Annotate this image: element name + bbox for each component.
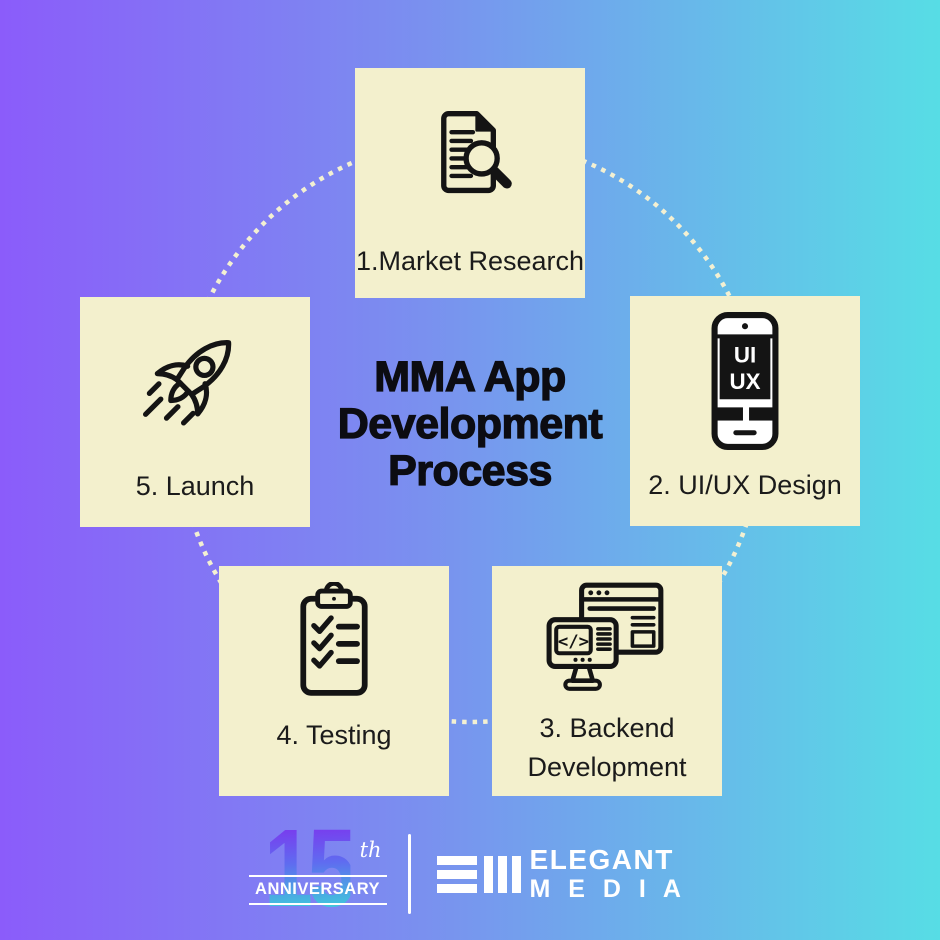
clipboard-checklist-icon (300, 581, 368, 696)
footer-divider (407, 834, 411, 914)
brand-name-bottom: M E D I A (529, 875, 687, 903)
step-card-uiux-design: UI UX 2. UI/UX Design (630, 296, 860, 526)
step-card-market-research: 1.Market Research (355, 68, 585, 298)
icon-text-code: </> (558, 632, 589, 652)
backend-development-icon: </> (492, 566, 722, 709)
title-line-2: Development (337, 399, 603, 448)
market-research-icon (355, 68, 585, 242)
elegant-media-logo: ELEGANT M E D I A (436, 846, 687, 902)
brand-name-top: ELEGANT (529, 844, 674, 875)
step-label-uiux-design: 2. UI/UX Design (648, 469, 842, 500)
anniversary-label: ANNIVERSARY (248, 875, 387, 905)
step-label-backend-development: 3. Backend Development (527, 713, 687, 782)
anniversary-suffix: th (359, 838, 382, 862)
elegant-media-e-bars-icon (436, 855, 477, 893)
elegant-media-m-bars-icon (483, 855, 521, 893)
launch-icon (80, 297, 310, 467)
phone-uiux-icon: UI UX (711, 311, 779, 450)
anniversary-logo: 15 th ANNIVERSARY (248, 814, 387, 924)
step-card-launch: 5. Launch (80, 297, 310, 527)
step-card-backend-development: </> 3. Backend Development (492, 566, 722, 796)
step-label-testing: 4. Testing (276, 719, 392, 750)
icon-text-ux: UX (730, 369, 761, 394)
anniversary-number: 15 (263, 807, 356, 930)
elegant-media-wordmark: ELEGANT M E D I A (530, 846, 687, 902)
step-card-testing: 4. Testing (219, 566, 449, 796)
monitor-code-icon: </> (546, 582, 664, 691)
footer-logos: 15 th ANNIVERSARY ELEGANT M E D I A (0, 814, 940, 924)
title-line-1: MMA App (374, 353, 567, 401)
document-magnifier-icon (441, 110, 512, 193)
rocket-icon (142, 339, 232, 426)
uiux-design-icon: UI UX (630, 296, 860, 466)
testing-icon (219, 566, 449, 716)
step-label-launch: 5. Launch (135, 470, 255, 501)
page-title: MMA App Development Process (305, 353, 635, 495)
icon-text-ui: UI (734, 343, 756, 368)
title-line-3: Process (387, 446, 553, 495)
step-label-market-research: 1.Market Research (355, 245, 585, 276)
